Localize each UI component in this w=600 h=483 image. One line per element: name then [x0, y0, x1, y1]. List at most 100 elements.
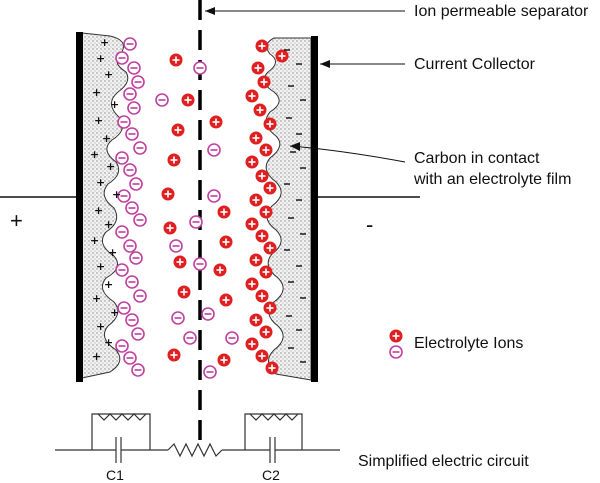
cation-icon	[245, 89, 259, 103]
cation-icon	[161, 187, 175, 201]
cation-icon	[167, 153, 181, 167]
positive-charge-icon: +	[92, 86, 101, 99]
right-current-collector	[311, 36, 318, 382]
cation-icon	[217, 353, 231, 367]
cation-icon	[209, 115, 223, 129]
anion-icon	[207, 143, 221, 157]
positive-charge-icon: +	[90, 148, 99, 161]
cation-icon	[263, 301, 277, 315]
left-carbon-layer	[81, 32, 129, 379]
cation-icon	[217, 205, 231, 219]
collector-label: Current Collector	[414, 56, 536, 73]
positive-charge-icon: +	[96, 320, 105, 333]
positive-charge-icon: +	[110, 98, 119, 111]
cation-icon	[263, 117, 277, 131]
positive-charge-icon: +	[104, 68, 113, 81]
anion-icon	[125, 313, 139, 327]
cation-icon	[255, 169, 269, 183]
anion-icon	[123, 87, 137, 101]
positive-charge-icon: +	[94, 114, 103, 127]
cation-icon	[263, 241, 277, 255]
ion-group	[115, 37, 403, 379]
anion-icon	[207, 189, 221, 203]
c1-label: C1	[106, 467, 124, 483]
positive-charge-icon: +	[104, 278, 113, 291]
anion-icon	[131, 363, 145, 377]
legend-cation-icon	[389, 329, 403, 343]
positive-charge-icon: +	[104, 336, 113, 349]
cation-icon	[249, 131, 263, 145]
cation-icon	[171, 123, 185, 137]
anion-icon	[115, 51, 129, 65]
anion-icon	[225, 331, 239, 345]
anion-icon	[183, 331, 197, 345]
anion-icon	[117, 115, 131, 129]
anion-icon	[171, 311, 185, 325]
anion-icon	[201, 307, 215, 321]
cation-icon	[213, 263, 227, 277]
circuit-label: Simplified electric circuit	[358, 453, 529, 470]
anion-icon	[131, 75, 145, 89]
cation-icon	[219, 235, 233, 249]
positive-charge-icon: +	[104, 218, 113, 231]
positive-charge-icon: +	[90, 234, 99, 247]
anion-icon	[125, 275, 139, 289]
carbon-label-line1: Carbon in contact	[414, 150, 540, 167]
anion-icon	[125, 127, 139, 141]
series-resistor	[167, 442, 223, 458]
anion-icon	[123, 163, 137, 177]
anion-icon	[123, 239, 137, 253]
cation-icon	[167, 348, 181, 362]
cation-icon	[169, 53, 183, 67]
separator-callout	[205, 7, 405, 15]
cation-icon	[173, 255, 187, 269]
cation-icon	[245, 277, 259, 291]
cation-icon	[255, 229, 269, 243]
anion-icon	[123, 351, 137, 365]
c2-parallel-resistor-frame	[244, 413, 303, 450]
cation-icon	[249, 253, 263, 267]
anion-icon	[127, 101, 141, 115]
cation-icon	[255, 39, 269, 53]
cation-icon	[259, 143, 273, 157]
cation-icon	[259, 205, 273, 219]
positive-charge-icon: +	[96, 52, 105, 65]
anion-icon	[193, 257, 207, 271]
anion-icon	[203, 365, 217, 379]
cation-icon	[249, 313, 263, 327]
anion-icon	[193, 61, 207, 75]
anion-icon	[117, 301, 131, 315]
anion-icon	[115, 339, 129, 353]
anion-icon	[133, 289, 147, 303]
cation-icon	[265, 361, 279, 375]
separator-label: Ion permeable separator	[414, 3, 589, 20]
carbon-label-line2: with an electrolyte film	[413, 171, 571, 188]
left-current-collector	[76, 32, 83, 382]
anion-icon	[115, 225, 129, 239]
legend-anion-icon	[389, 345, 403, 359]
c2-label: C2	[262, 467, 280, 483]
positive-charge-icon: +	[92, 292, 101, 305]
anion-icon	[115, 263, 129, 277]
equivalent-circuit	[55, 413, 340, 463]
cation-icon	[255, 349, 269, 363]
cation-icon	[163, 221, 177, 235]
cation-icon	[251, 61, 265, 75]
anion-icon	[129, 177, 143, 191]
positive-charge-icon: +	[112, 188, 121, 201]
surface-charges: ++++++++++++++++++++++	[90, 36, 306, 363]
anion-icon	[125, 201, 139, 215]
positive-charge-icon: +	[102, 132, 111, 145]
negative-terminal-label: -	[366, 212, 373, 237]
cation-icon	[245, 155, 259, 169]
cation-icon	[257, 75, 271, 89]
anion-icon	[169, 239, 183, 253]
cation-icon	[253, 103, 267, 117]
cation-icon	[255, 289, 269, 303]
anion-icon	[133, 213, 147, 227]
cation-icon	[177, 285, 191, 299]
anion-icon	[189, 215, 203, 229]
c1-parallel-resistor-frame	[91, 413, 151, 450]
anion-icon	[117, 189, 131, 203]
collector-callout	[320, 60, 405, 68]
